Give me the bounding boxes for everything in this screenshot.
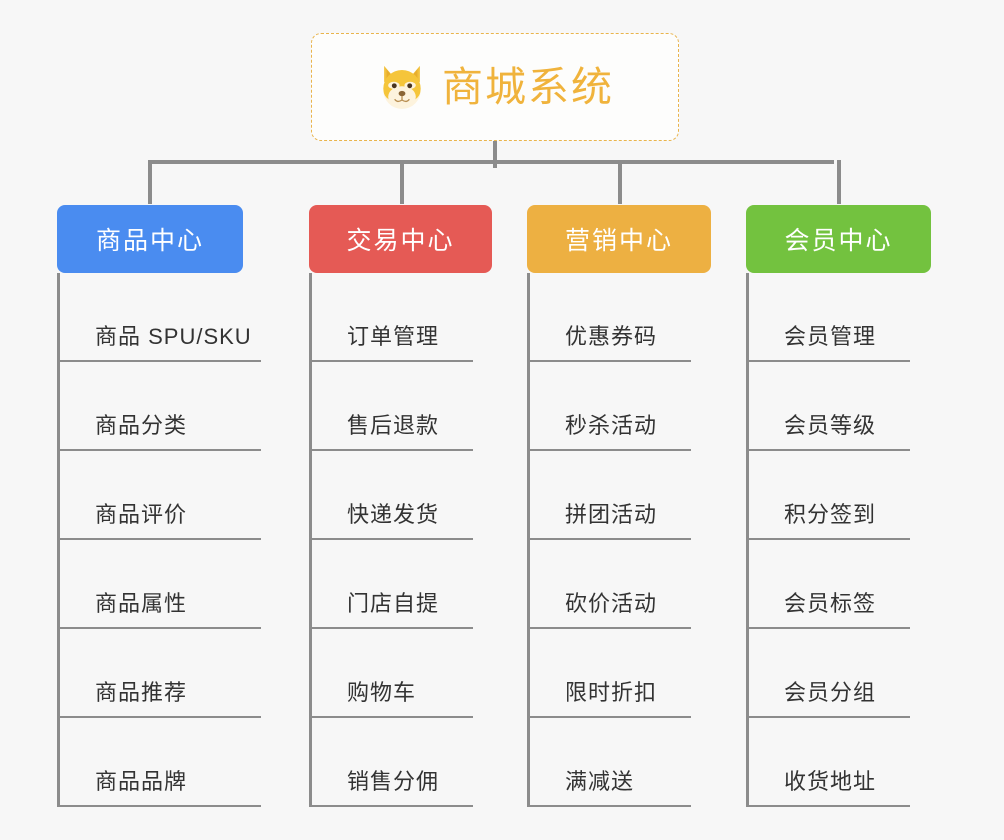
leaf-item[interactable]: 商品属性 bbox=[57, 540, 261, 629]
leaf-item-label: 积分签到 bbox=[784, 502, 877, 527]
category-header-label: 商品中心 bbox=[95, 227, 204, 255]
category-header-1[interactable]: 商品中心 bbox=[57, 205, 243, 273]
leaf-item-label: 会员标签 bbox=[784, 591, 877, 616]
leaf-item[interactable]: 优惠券码 bbox=[527, 273, 691, 362]
connector-drop-1 bbox=[148, 160, 152, 204]
leaf-item[interactable]: 门店自提 bbox=[309, 540, 473, 629]
leaf-item-label: 限时折扣 bbox=[565, 680, 658, 705]
branch-2: 订单管理售后退款快递发货门店自提购物车销售分佣 bbox=[309, 273, 473, 807]
leaf-item-label: 商品分类 bbox=[95, 413, 188, 438]
leaf-item-label: 会员等级 bbox=[784, 413, 877, 438]
leaf-item[interactable]: 会员分组 bbox=[746, 629, 910, 718]
category-header-label: 交易中心 bbox=[346, 227, 455, 255]
category-header-4[interactable]: 会员中心 bbox=[746, 205, 931, 273]
leaf-item-label: 会员分组 bbox=[784, 680, 877, 705]
connector-drop-2 bbox=[400, 160, 404, 204]
leaf-item-label: 商品推荐 bbox=[95, 680, 188, 705]
leaf-item-label: 商品品牌 bbox=[95, 769, 188, 794]
leaf-item[interactable]: 收货地址 bbox=[746, 718, 910, 807]
category-header-2[interactable]: 交易中心 bbox=[309, 205, 492, 273]
leaf-item[interactable]: 商品品牌 bbox=[57, 718, 261, 807]
category-header-3[interactable]: 营销中心 bbox=[527, 205, 711, 273]
shiba-inu-dog-face-icon bbox=[383, 65, 421, 109]
leaf-item-label: 快递发货 bbox=[347, 502, 440, 527]
leaf-item-label: 满减送 bbox=[565, 769, 635, 794]
leaf-item[interactable]: 限时折扣 bbox=[527, 629, 691, 718]
leaf-item[interactable]: 销售分佣 bbox=[309, 718, 473, 807]
leaf-item-label: 优惠券码 bbox=[565, 324, 658, 349]
branch-trunk bbox=[527, 273, 530, 807]
leaf-item-label: 门店自提 bbox=[347, 591, 440, 616]
leaf-item[interactable]: 商品 SPU/SKU bbox=[57, 273, 261, 362]
leaf-item[interactable]: 会员等级 bbox=[746, 362, 910, 451]
leaf-item-label: 售后退款 bbox=[347, 413, 440, 438]
branch-4: 会员管理会员等级积分签到会员标签会员分组收货地址 bbox=[746, 273, 910, 807]
connector-drop-4 bbox=[837, 160, 841, 204]
branch-1: 商品 SPU/SKU 商品分类商品评价商品属性商品推荐商品品牌 bbox=[57, 273, 261, 807]
connector-root-stem bbox=[493, 141, 497, 168]
branch-trunk bbox=[57, 273, 60, 807]
root-node[interactable]: 商城系统 bbox=[311, 33, 679, 141]
branch-trunk bbox=[309, 273, 312, 807]
leaf-item[interactable]: 售后退款 bbox=[309, 362, 473, 451]
leaf-item-label: 收货地址 bbox=[784, 769, 877, 794]
connector-drop-3 bbox=[618, 160, 622, 204]
leaf-item[interactable]: 购物车 bbox=[309, 629, 473, 718]
leaf-item[interactable]: 会员管理 bbox=[746, 273, 910, 362]
leaf-item[interactable]: 商品评价 bbox=[57, 451, 261, 540]
leaf-item-label: 秒杀活动 bbox=[565, 413, 658, 438]
leaf-item[interactable]: 砍价活动 bbox=[527, 540, 691, 629]
leaf-item[interactable]: 订单管理 bbox=[309, 273, 473, 362]
leaf-item[interactable]: 满减送 bbox=[527, 718, 691, 807]
leaf-item[interactable]: 秒杀活动 bbox=[527, 362, 691, 451]
leaf-item[interactable]: 会员标签 bbox=[746, 540, 910, 629]
leaf-item[interactable]: 拼团活动 bbox=[527, 451, 691, 540]
leaf-item-label: 订单管理 bbox=[347, 324, 440, 349]
leaf-item[interactable]: 商品推荐 bbox=[57, 629, 261, 718]
branch-trunk bbox=[746, 273, 749, 807]
leaf-item[interactable]: 快递发货 bbox=[309, 451, 473, 540]
leaf-item-label: 销售分佣 bbox=[347, 769, 440, 794]
leaf-item[interactable]: 商品分类 bbox=[57, 362, 261, 451]
leaf-item-label: 商品属性 bbox=[95, 591, 188, 616]
leaf-item-label: 商品评价 bbox=[95, 502, 188, 527]
leaf-item-label: 商品 SPU/SKU bbox=[95, 324, 252, 349]
leaf-item-label: 会员管理 bbox=[784, 324, 877, 349]
leaf-item-label: 拼团活动 bbox=[565, 502, 658, 527]
leaf-item-label: 砍价活动 bbox=[565, 591, 658, 616]
leaf-item[interactable]: 积分签到 bbox=[746, 451, 910, 540]
branch-3: 优惠券码秒杀活动拼团活动砍价活动限时折扣满减送 bbox=[527, 273, 691, 807]
category-header-label: 营销中心 bbox=[564, 227, 673, 255]
leaf-item-label: 购物车 bbox=[347, 680, 417, 705]
category-header-label: 会员中心 bbox=[784, 227, 893, 255]
root-title: 商城系统 bbox=[442, 63, 614, 110]
connector-horizontal-bus bbox=[148, 160, 834, 164]
